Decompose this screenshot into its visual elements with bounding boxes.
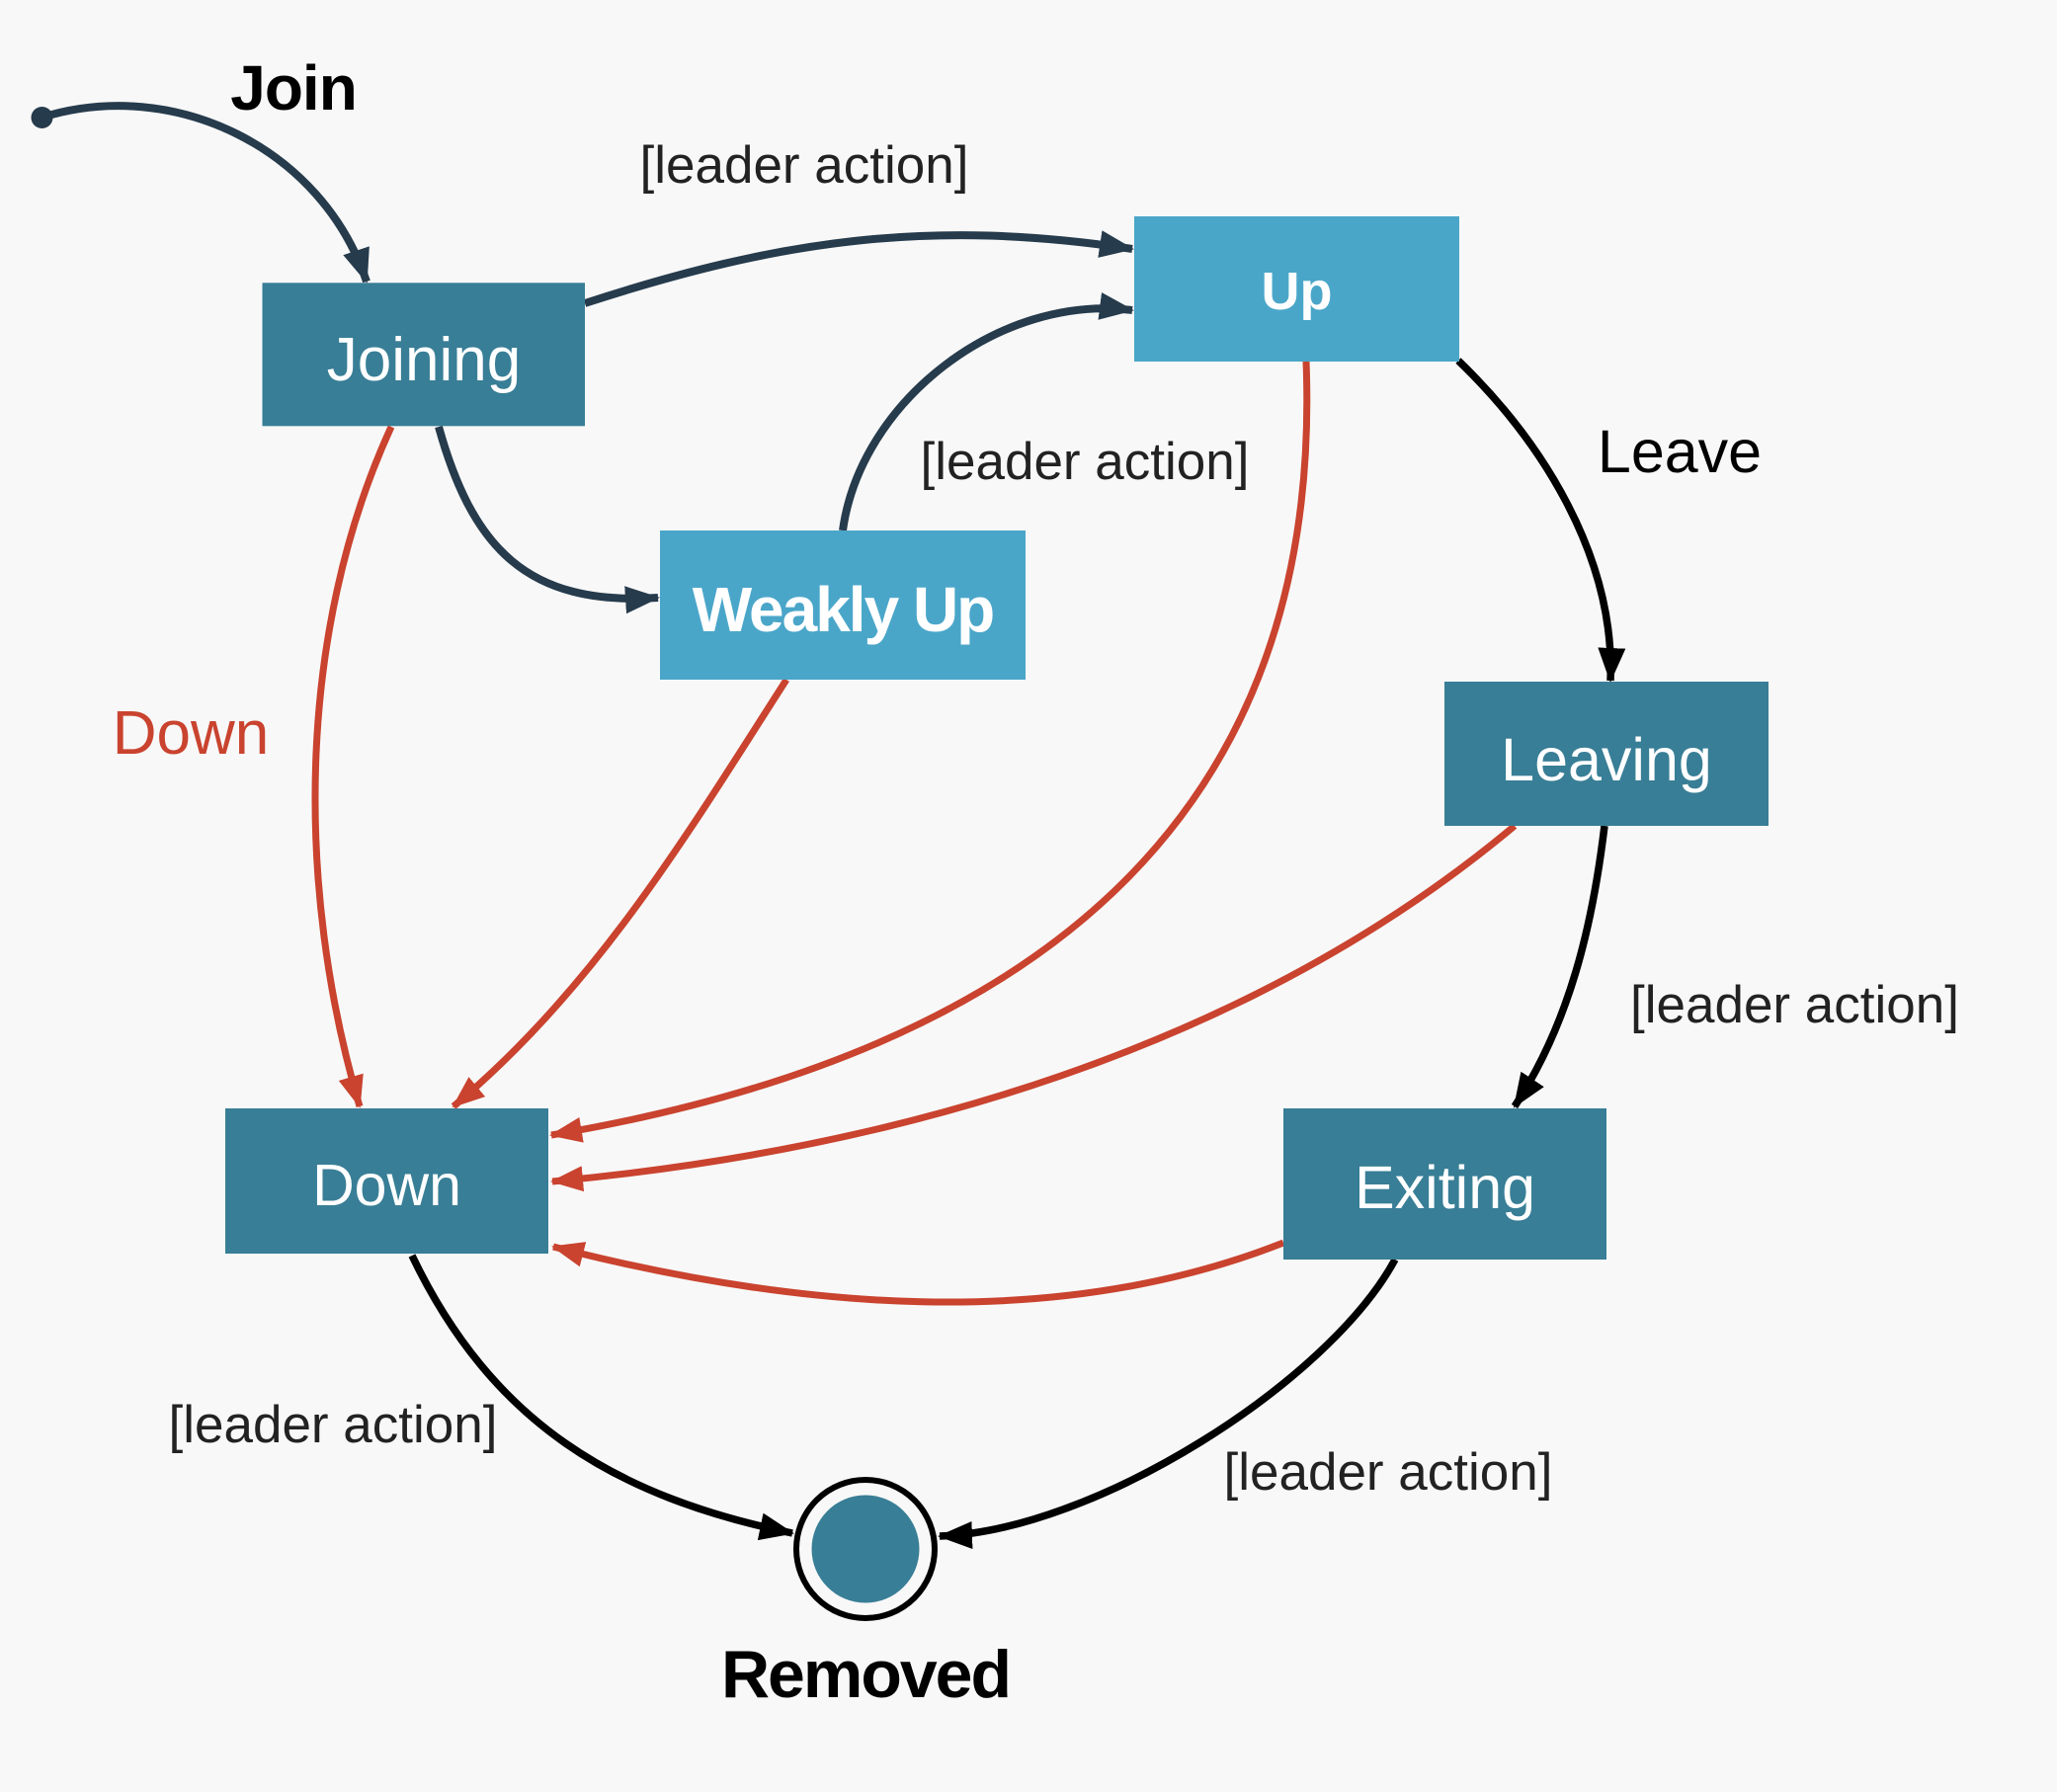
svg-text:[leader action]: [leader action] <box>1224 1443 1553 1502</box>
svg-text:[leader action]: [leader action] <box>640 136 969 195</box>
svg-text:Join: Join <box>230 52 357 123</box>
svg-text:Joining: Joining <box>327 326 521 394</box>
svg-text:[leader action]: [leader action] <box>1630 976 1959 1034</box>
svg-text:[leader action]: [leader action] <box>169 1396 498 1454</box>
svg-text:Weakly Up: Weakly Up <box>693 574 994 645</box>
svg-text:Leaving: Leaving <box>1501 726 1712 793</box>
svg-text:Exiting: Exiting <box>1355 1154 1535 1221</box>
svg-text:Down: Down <box>312 1153 461 1218</box>
svg-text:[leader action]: [leader action] <box>921 433 1250 491</box>
svg-text:Removed: Removed <box>721 1637 1010 1712</box>
svg-text:Down: Down <box>113 699 270 768</box>
svg-text:Up: Up <box>1262 262 1333 321</box>
svg-text:Leave: Leave <box>1598 418 1762 485</box>
